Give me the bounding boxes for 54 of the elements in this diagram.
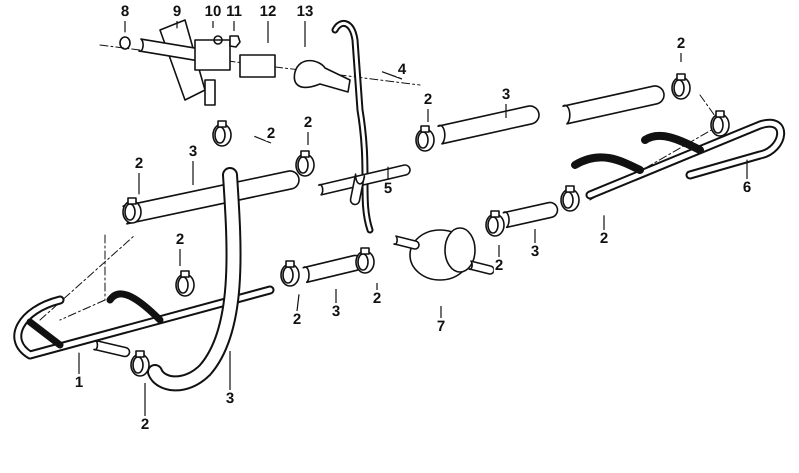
callout-number: 2: [676, 36, 686, 51]
callout-number: 2: [134, 156, 144, 171]
callout-number: 2: [140, 417, 150, 432]
leader-line: [124, 21, 126, 32]
leader-line: [267, 21, 269, 43]
leader-line: [746, 160, 748, 179]
callout-number: 3: [500, 87, 512, 102]
callout-number: 12: [258, 4, 278, 19]
leader-line: [376, 283, 378, 290]
callout-number: 2: [494, 258, 504, 273]
callout-number: 3: [530, 244, 540, 259]
callout-number: 3: [224, 391, 236, 406]
callout-number: 13: [296, 4, 314, 19]
callout-number: 2: [372, 291, 382, 306]
callout-number: 2: [174, 232, 186, 247]
callout-number: 10: [204, 4, 222, 19]
callout-number: 2: [302, 115, 314, 130]
leader-line: [78, 352, 80, 374]
callout-number: 11: [225, 4, 243, 19]
callout-number: 2: [598, 231, 610, 246]
leader-line: [176, 21, 178, 28]
leader-line: [192, 161, 194, 185]
leader-line: [603, 215, 605, 230]
callout-number: 6: [742, 180, 752, 195]
leader-line: [382, 71, 402, 80]
leader-line: [296, 294, 300, 312]
leader-line: [304, 21, 306, 47]
callout-number: 3: [330, 304, 342, 319]
leader-line: [335, 289, 337, 303]
callout-number: 2: [266, 126, 276, 141]
callout-number: 7: [436, 319, 446, 334]
leader-line: [138, 173, 140, 194]
leader-line: [307, 132, 309, 145]
callout-number: 4: [396, 62, 408, 77]
leader-line: [254, 136, 272, 144]
callout-number: 5: [382, 181, 394, 196]
callout-number: 8: [120, 4, 130, 19]
leader-line: [179, 249, 181, 266]
leader-line: [505, 104, 507, 118]
leader-line: [680, 53, 682, 62]
callout-number: 2: [422, 92, 434, 107]
leader-line: [427, 109, 429, 122]
leader-line: [534, 229, 536, 243]
callout-number: 2: [292, 312, 302, 327]
leader-line: [229, 351, 231, 390]
leader-line: [498, 245, 500, 257]
callout-number: 3: [188, 144, 198, 159]
leader-line: [440, 306, 442, 318]
leader-line: [144, 383, 146, 416]
leader-line: [233, 21, 235, 31]
callout-number: 1: [74, 375, 84, 390]
leader-line: [212, 21, 214, 28]
leader-line: [387, 166, 389, 180]
callout-number: 9: [172, 4, 182, 19]
